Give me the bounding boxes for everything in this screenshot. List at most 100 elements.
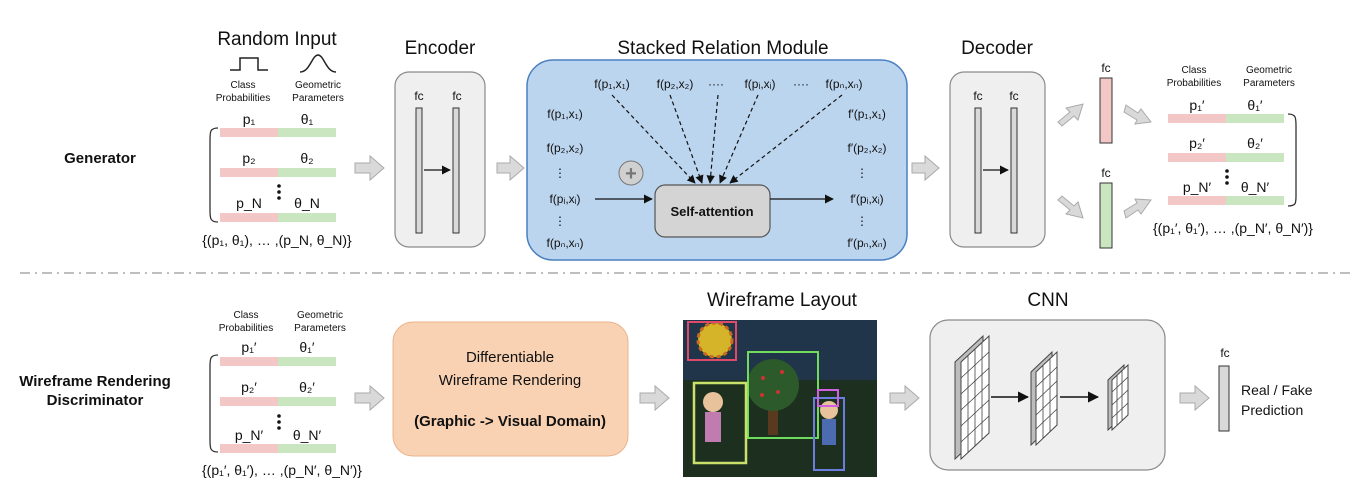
step-signal-icon	[230, 57, 268, 71]
arrow-relation-to-decoder	[911, 154, 940, 182]
wireframe-layout-title: Wireframe Layout	[707, 290, 858, 311]
right-vdots-1: ⋮	[856, 166, 868, 180]
random-input-title: Random Input	[217, 29, 337, 50]
left-input-n: f(pₙ,xₙ)	[547, 236, 584, 250]
top-input-1: f(p₁,x₁)	[594, 77, 629, 91]
self-attention-box	[654, 184, 771, 238]
disc-class-header-1: Class	[233, 310, 258, 321]
top-input-n: f(pₙ,xₙ)	[826, 77, 863, 91]
sun-drawing	[696, 321, 734, 359]
random-input-class-header-1: Class	[230, 80, 255, 91]
arrow-wireframe-to-cnn	[889, 384, 920, 412]
arrow-bottom-head-to-output	[1123, 198, 1152, 219]
right-vdots-2: ⋮	[856, 214, 868, 228]
random-input-class-header-2: Probabilities	[216, 93, 270, 104]
random-input-p-1: p₁	[243, 111, 256, 127]
rendering-line-3: (Graphic -> Visual Domain)	[414, 413, 606, 430]
arrow-input-to-encoder	[354, 154, 385, 182]
girl-figure-drawing	[703, 392, 723, 412]
disc-geo-header-2: Parameters	[294, 323, 346, 334]
decoder-fc2-bar	[1010, 107, 1018, 234]
wireframe-rendering-box	[392, 321, 629, 457]
output-class-header-1: Class	[1181, 65, 1206, 76]
random-input-p-2: p₂	[242, 150, 255, 166]
wireframe-rendering-block: Differentiable Wireframe Rendering (Grap…	[392, 321, 629, 457]
random-input-theta-2: θ₂	[300, 150, 313, 166]
relation-module: Stacked Relation Module f(p₁,x₁) f(p₂,x₂…	[526, 38, 908, 261]
random-input-p-bar-n	[220, 213, 278, 222]
head-class-bar	[1099, 77, 1113, 144]
disc-geo-header-1: Geometric	[297, 310, 343, 321]
output-theta-1: θ₁′	[1247, 97, 1263, 113]
disc-fc-label: fc	[1220, 346, 1229, 360]
cnn-feature-map-3	[1107, 363, 1129, 432]
relation-module-panel	[526, 59, 908, 261]
encoder-fc1-label: fc	[414, 89, 423, 103]
arrow-encoder-to-relation	[496, 154, 525, 182]
top-input-i: f(pᵢ,xᵢ)	[744, 77, 775, 91]
random-input-brace	[209, 127, 219, 223]
wireframe-layout-block: Wireframe Layout	[683, 290, 877, 477]
cnn-title: CNN	[1027, 290, 1068, 311]
cnn-feature-map-1	[954, 334, 990, 461]
random-input-theta-1: θ₁	[301, 111, 314, 127]
random-input-p-bar-2	[220, 168, 278, 177]
output-p-2: p₂′	[1189, 135, 1205, 151]
prediction-label-2: Prediction	[1241, 402, 1303, 418]
generator-output-block: Class Probabilities Geometric Parameters…	[1153, 65, 1313, 236]
discriminator-label-1: Wireframe Rendering	[19, 373, 171, 390]
encoder-fc2-label: fc	[452, 89, 461, 103]
plus-sign: +	[625, 163, 637, 185]
random-input-set-label: {(p₁, θ₁), … ,(p_N, θ_N)}	[202, 232, 352, 248]
top-dots-1: ····	[708, 77, 724, 91]
decoder-fc1-label: fc	[973, 89, 982, 103]
random-input-p-bar-1	[220, 128, 278, 137]
disc-p-1: p₁′	[241, 339, 257, 355]
cnn-block: CNN	[929, 290, 1166, 471]
rendering-line-1: Differentiable	[466, 349, 554, 366]
decoder-fc1-bar	[974, 107, 982, 234]
disc-theta-n: θ_N′	[293, 427, 322, 443]
encoder-panel	[394, 71, 486, 248]
encoder-fc1-bar	[415, 107, 423, 234]
output-brace	[1287, 113, 1297, 207]
output-p-n: p_N′	[1183, 179, 1212, 195]
relation-module-title: Stacked Relation Module	[617, 38, 828, 59]
tree-drawing	[747, 359, 799, 411]
right-output-i: f′(pᵢ,xᵢ)	[850, 192, 883, 206]
decoder-panel	[949, 71, 1046, 248]
left-vdots-1: ⋮	[554, 166, 566, 180]
random-input-geo-header-1: Geometric	[295, 80, 341, 91]
head-top-fc-label: fc	[1101, 61, 1110, 75]
arrow-cnn-to-fc	[1179, 384, 1210, 412]
head-geo-bar	[1099, 182, 1113, 249]
output-geo-header-1: Geometric	[1246, 65, 1292, 76]
random-input-theta-bar-1	[278, 128, 336, 137]
encoder-fc2-bar	[452, 107, 460, 234]
disc-input-brace	[209, 354, 219, 453]
discriminator-input-block: Class Probabilities Geometric Parameters…	[202, 310, 362, 478]
random-input-theta-bar-2	[278, 168, 336, 177]
output-p-1: p₁′	[1189, 97, 1205, 113]
discriminator-label-2: Discriminator	[47, 392, 144, 409]
head-bottom-fc-label: fc	[1101, 166, 1110, 180]
cnn-feature-map-2	[1030, 350, 1058, 447]
disc-theta-2: θ₂′	[299, 379, 315, 395]
random-input-block: Random Input Class Probabilities Geometr…	[202, 29, 352, 248]
arrow-rendering-to-wireframe	[639, 384, 670, 412]
generator-label: Generator	[64, 150, 136, 167]
output-set-label: {(p₁′, θ₁′), … ,(p_N′, θ_N′)}	[1153, 220, 1313, 236]
random-input-p-n: p_N	[236, 195, 262, 211]
decoder-block: Decoder fc fc	[949, 38, 1046, 248]
left-input-2: f(p₂,x₂)	[547, 141, 584, 155]
rendering-line-2: Wireframe Rendering	[439, 372, 582, 389]
encoder-title: Encoder	[405, 38, 476, 59]
random-input-theta-bar-n	[278, 213, 336, 222]
arrow-decoder-to-top-head	[1057, 103, 1084, 127]
output-geo-header-2: Parameters	[1243, 78, 1295, 89]
prediction-label-1: Real / Fake	[1241, 382, 1313, 398]
disc-fc-bar	[1218, 365, 1230, 432]
top-dots-2: ····	[793, 77, 809, 91]
output-theta-n: θ_N′	[1241, 179, 1270, 195]
